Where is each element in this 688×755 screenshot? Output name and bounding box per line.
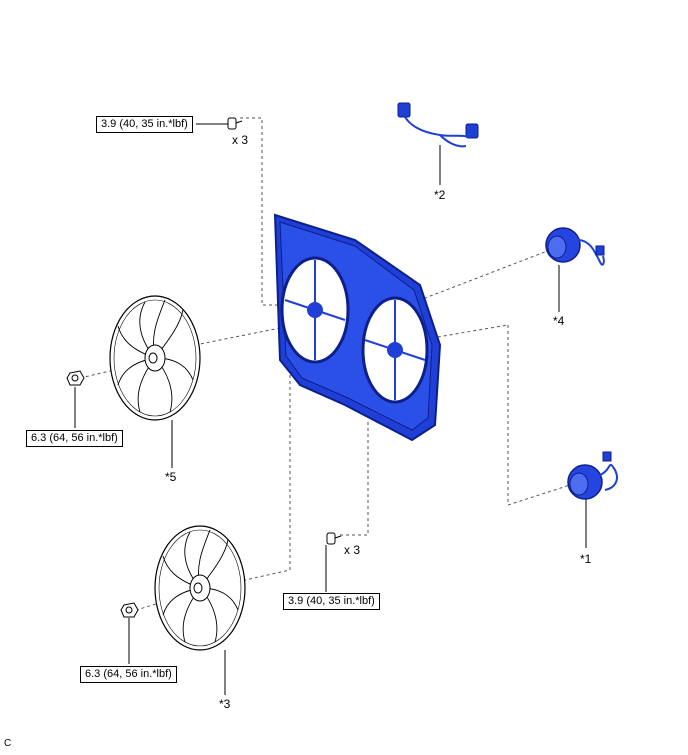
torque-spec-middle-bolt: 3.9 (40, 35 in.*lbf) — [283, 593, 380, 610]
quantity-middle-bolt: x 3 — [344, 543, 361, 557]
left-nut-icon — [66, 370, 85, 386]
callout-motor-lower: *1 — [580, 552, 592, 566]
torque-spec-bottom-nut: 6.3 (64, 56 in.*lbf) — [80, 666, 177, 683]
callout-wire-harness: *2 — [434, 188, 446, 202]
torque-spec-left-nut: 6.3 (64, 56 in.*lbf) — [26, 430, 123, 447]
fan-motor-lower-icon — [567, 451, 618, 500]
wire-harness-icon — [397, 102, 479, 148]
bottom-nut-icon — [120, 602, 139, 618]
fan-lower-icon — [154, 525, 246, 651]
top-bolt-icon — [227, 117, 243, 130]
callout-fan-lower: *3 — [219, 697, 231, 711]
quantity-top-bolt: x 3 — [232, 133, 249, 147]
callout-fan-upper: *5 — [165, 470, 177, 484]
callout-motor-upper: *4 — [553, 314, 565, 328]
corner-code: C — [4, 738, 12, 749]
fan-upper-icon — [109, 295, 201, 421]
leader-lines — [74, 123, 587, 695]
fan-shroud-icon — [273, 213, 442, 442]
fan-motor-upper-icon — [545, 227, 605, 266]
middle-bolt-icon — [326, 532, 342, 545]
torque-spec-top-bolt: 3.9 (40, 35 in.*lbf) — [96, 116, 193, 133]
